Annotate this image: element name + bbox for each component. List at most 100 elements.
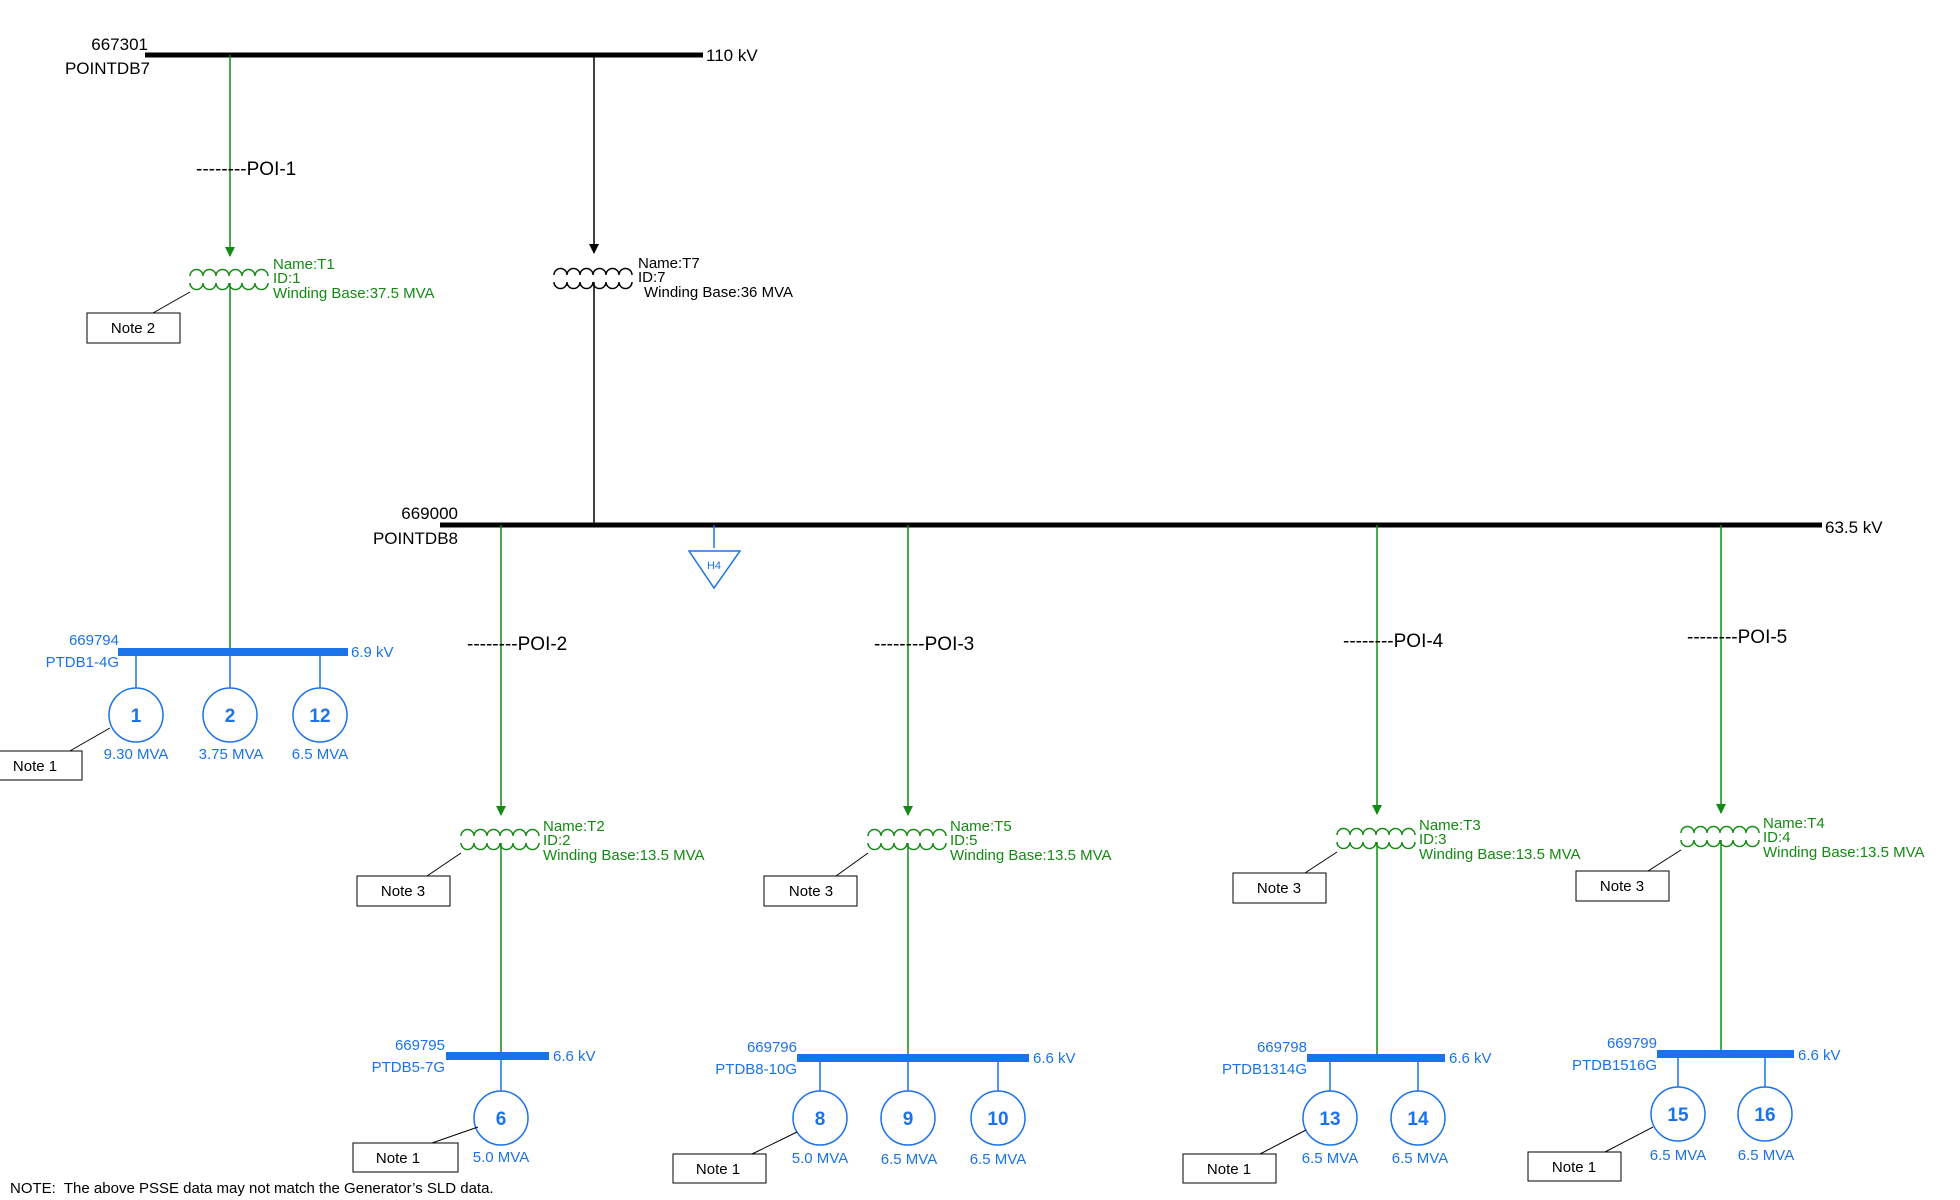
- note-2-leader: [152, 291, 191, 314]
- poi-1-label: --------POI-1: [196, 159, 296, 180]
- transformer-t7-icon: [553, 267, 633, 290]
- gen-bus-669796: 669796 PTDB8-10G 6.6 kV 8 5.0 MVA 9 6.5 …: [672, 1039, 1076, 1184]
- generator-13-mva: 6.5 MVA: [1302, 1150, 1358, 1167]
- poi-5-label: --------POI-5: [1687, 627, 1787, 648]
- bus-63kv-name: POINTDB8: [373, 529, 458, 548]
- transformer-t2-name: Name:T2: [543, 818, 605, 835]
- generator-13-icon: [1302, 1090, 1358, 1146]
- generator-12-id: 12: [309, 706, 330, 727]
- note-1e-leader: [1604, 1126, 1654, 1153]
- note-3c-box: [1232, 872, 1327, 904]
- gen-bus-669794-voltage: 6.9 kV: [351, 644, 394, 661]
- note-2-text: Note 2: [111, 320, 155, 337]
- generator-16-id: 16: [1754, 1105, 1775, 1126]
- gen-bus-669795-voltage: 6.6 kV: [553, 1048, 596, 1065]
- transformer-t1-base: Winding Base:37.5 MVA: [273, 285, 434, 302]
- feeder-t5: --------POI-3 Name:T5 ID:5 Winding Base:…: [763, 525, 1111, 1058]
- gen-bus-669795-number: 669795: [395, 1037, 445, 1054]
- gen-bus-669799-number: 669799: [1607, 1035, 1657, 1052]
- note-1d-box: [1182, 1153, 1277, 1184]
- generator-1-mva: 9.30 MVA: [104, 746, 169, 763]
- transformer-t5-name: Name:T5: [950, 818, 1012, 835]
- note-1d-text: Note 1: [1207, 1161, 1251, 1178]
- transformer-t5-id: ID:5: [950, 832, 978, 849]
- bus-110kv-number: 667301: [91, 35, 148, 54]
- gen-bus-669795: 669795 PTDB5-7G 6.6 kV 6 5.0 MVA Note 1: [352, 1037, 596, 1173]
- generator-9-id: 9: [903, 1109, 914, 1130]
- note-3d-leader: [1647, 849, 1682, 872]
- transformer-t1-id: ID:1: [273, 270, 301, 287]
- generator-10-id: 10: [987, 1109, 1008, 1130]
- poi-2-label: --------POI-2: [467, 634, 567, 655]
- transformer-t3-name: Name:T3: [1419, 817, 1481, 834]
- gen-bus-669798: 669798 PTDB1314G 6.6 kV 13 6.5 MVA 14 6.…: [1182, 1039, 1492, 1184]
- generator-12-mva: 6.5 MVA: [292, 746, 348, 763]
- transformer-t5-base: Winding Base:13.5 MVA: [950, 847, 1111, 864]
- generator-15-id: 15: [1667, 1105, 1689, 1126]
- feeder-t3: --------POI-4 Name:T3 ID:3 Winding Base:…: [1232, 525, 1580, 1058]
- note-3b-text: Note 3: [789, 883, 833, 900]
- gen-bus-669796-name: PTDB8-10G: [715, 1061, 797, 1078]
- gen-bus-669794: 669794 PTDB1-4G 6.9 kV 1 9.30 MVA 2 3.75…: [0, 632, 394, 781]
- gen-bus-669799-voltage: 6.6 kV: [1798, 1047, 1841, 1064]
- generator-12-icon: [292, 687, 348, 743]
- generator-14-id: 14: [1407, 1109, 1429, 1130]
- load-h4-label: H4: [707, 560, 721, 572]
- note-3a-text: Note 3: [381, 883, 425, 900]
- gen-bus-669795-name: PTDB5-7G: [372, 1059, 445, 1076]
- generator-1-icon: [108, 687, 164, 743]
- generator-9-icon: [880, 1090, 936, 1146]
- poi-3-label: --------POI-3: [874, 634, 974, 655]
- bus-110kv-voltage: 110 kV: [706, 46, 758, 65]
- transformer-t2-base: Winding Base:13.5 MVA: [543, 847, 704, 864]
- load-h4: H4: [687, 525, 742, 590]
- feeder-t4: --------POI-5 Name:T4 ID:4 Winding Base:…: [1575, 525, 1924, 1054]
- generator-6-icon: [473, 1090, 529, 1146]
- transformer-t2-id: ID:2: [543, 832, 571, 849]
- note-1e-text: Note 1: [1552, 1159, 1596, 1176]
- generator-16-icon: [1737, 1086, 1793, 1142]
- generator-6-mva: 5.0 MVA: [473, 1149, 529, 1166]
- generator-10-mva: 6.5 MVA: [970, 1151, 1026, 1168]
- gen-bus-669796-voltage: 6.6 kV: [1033, 1050, 1076, 1067]
- note-1b-box: [352, 1142, 459, 1173]
- gen-bus-669798-name: PTDB1314G: [1222, 1061, 1307, 1078]
- note-1a-leader: [67, 727, 111, 753]
- gen-bus-669794-name: PTDB1-4G: [46, 654, 119, 671]
- bus-63kv-number: 669000: [401, 504, 458, 523]
- transformer-t4-name: Name:T4: [1763, 815, 1825, 832]
- note-1c-box: [672, 1153, 767, 1184]
- footer-note: NOTE: The above PSSE data may not match …: [10, 1180, 494, 1197]
- note-1d-leader: [1259, 1129, 1307, 1155]
- transformer-t7-id: ID:7: [638, 269, 666, 286]
- generator-2-icon: [202, 687, 258, 743]
- gen-bus-669799: 669799 PTDB1516G 6.6 kV 15 6.5 MVA 16 6.…: [1527, 1035, 1841, 1182]
- generator-2-mva: 3.75 MVA: [199, 746, 264, 763]
- generator-15-icon: [1650, 1086, 1706, 1142]
- transformer-t4-id: ID:4: [1763, 829, 1791, 846]
- feeder-t2: --------POI-2 Name:T2 ID:2 Winding Base:…: [356, 525, 704, 1056]
- generator-15-mva: 6.5 MVA: [1650, 1147, 1706, 1164]
- note-1c-text: Note 1: [696, 1161, 740, 1178]
- note-3a-box: [356, 875, 451, 907]
- transformer-t2-icon: [460, 828, 540, 851]
- transformer-t1-name: Name:T1: [273, 256, 335, 273]
- note-3b-box: [763, 875, 858, 907]
- generator-9-mva: 6.5 MVA: [881, 1151, 937, 1168]
- note-1e-box: [1527, 1151, 1622, 1182]
- feeder-t7: Name:T7 ID:7 Winding Base:36 MVA: [553, 55, 793, 525]
- generator-8-mva: 5.0 MVA: [792, 1150, 848, 1167]
- bus-110kv-name: POINTDB7: [65, 59, 150, 78]
- transformer-t3-base: Winding Base:13.5 MVA: [1419, 846, 1580, 863]
- note-2-box: [86, 312, 181, 344]
- transformer-t3-id: ID:3: [1419, 831, 1447, 848]
- note-3c-leader: [1304, 851, 1338, 874]
- generator-8-icon: [792, 1090, 848, 1146]
- generator-1-id: 1: [131, 706, 142, 727]
- gen-bus-669794-number: 669794: [69, 632, 119, 649]
- generator-6-id: 6: [496, 1109, 507, 1130]
- note-1a-box: [0, 750, 83, 781]
- generator-2-id: 2: [225, 706, 236, 727]
- generator-8-id: 8: [815, 1109, 826, 1130]
- generator-10-icon: [970, 1090, 1026, 1146]
